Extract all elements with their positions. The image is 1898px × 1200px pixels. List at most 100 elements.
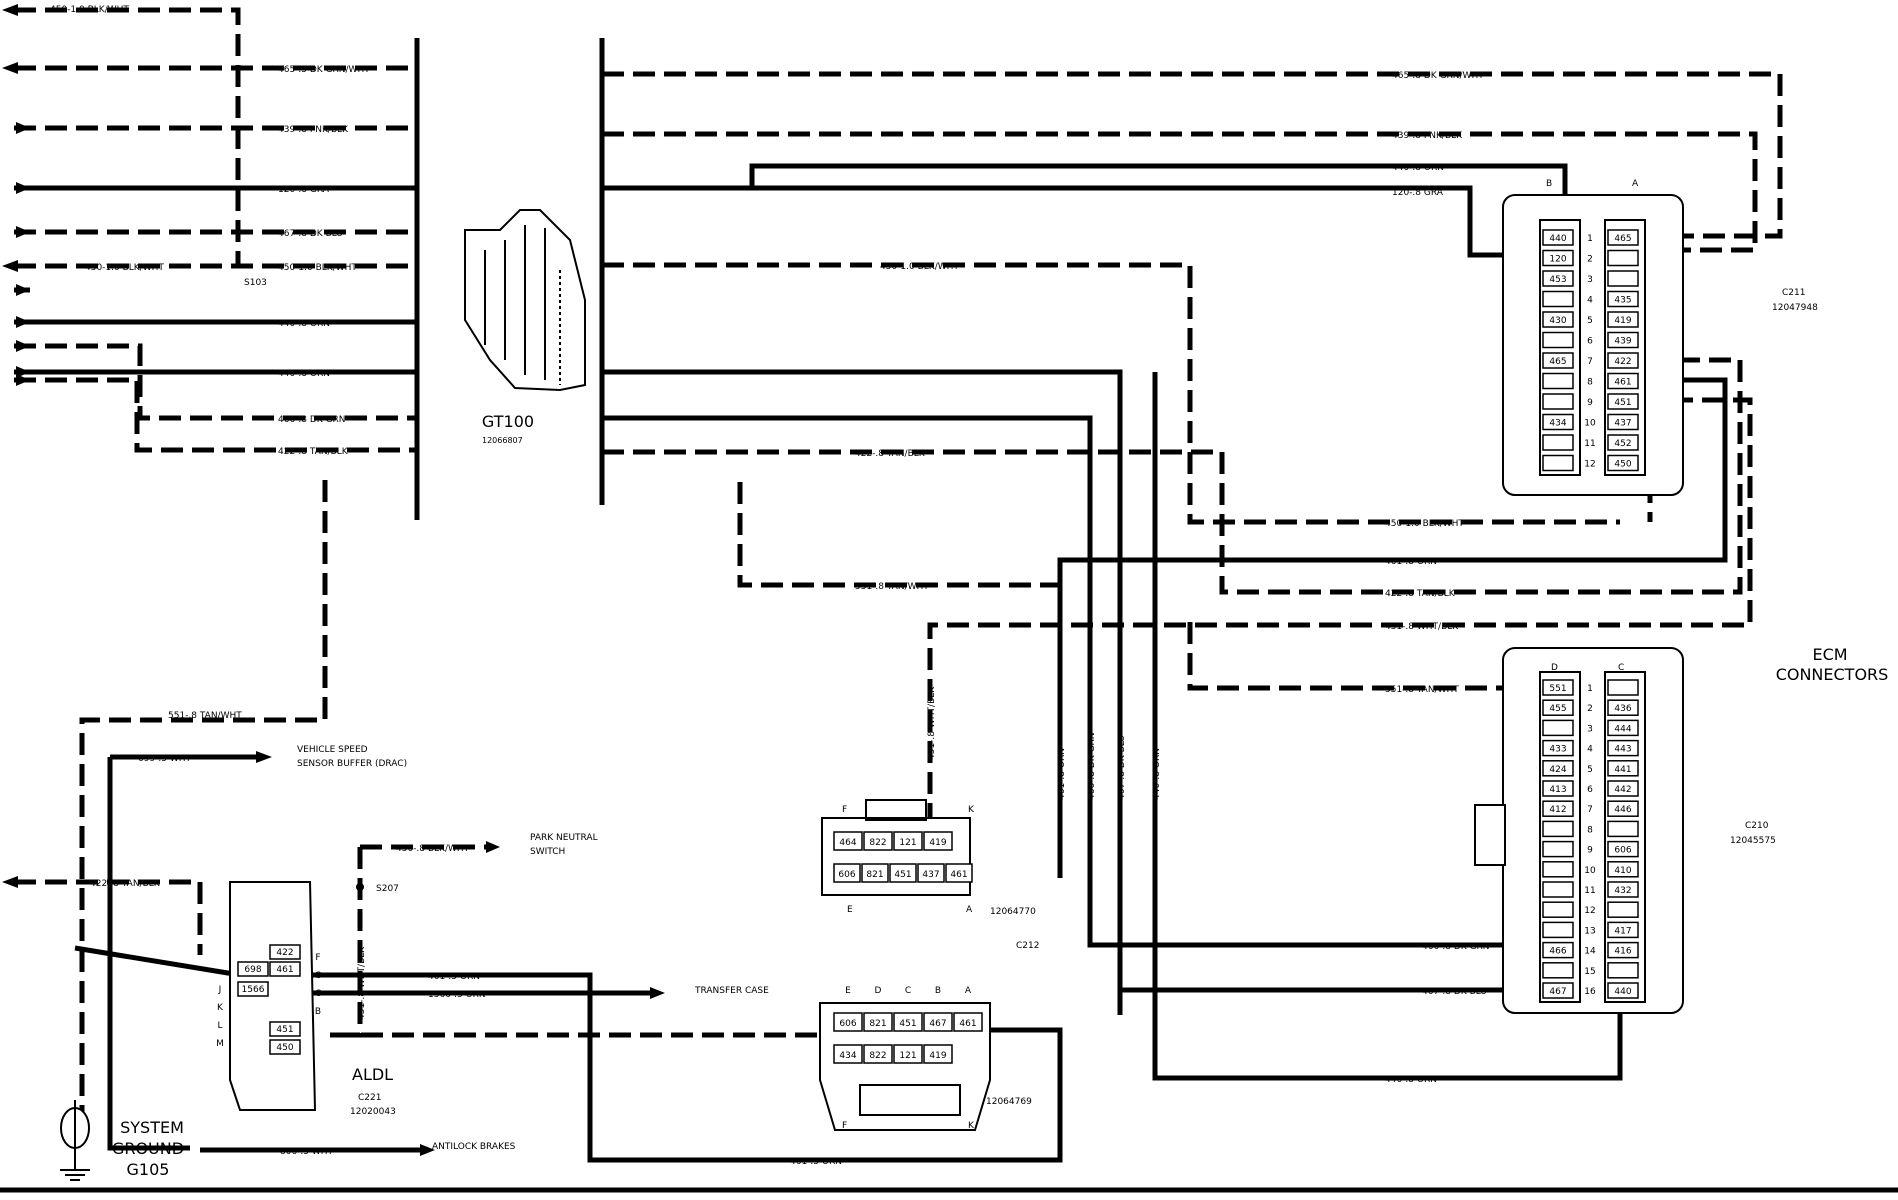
wire-label-450-top: 450-1.0 BLK/WHT bbox=[50, 5, 129, 15]
c212-e: E bbox=[847, 905, 853, 915]
c213-pin-bottom-label: 822 bbox=[869, 1051, 886, 1061]
c211-cavity-b bbox=[1542, 434, 1574, 451]
c211-cavity-a bbox=[1607, 434, 1639, 451]
c213-pin-top-label: 821 bbox=[869, 1019, 886, 1029]
c211-pin-a-label: 450 bbox=[1614, 460, 1631, 470]
c211-pin-number: 3 bbox=[1587, 275, 1593, 285]
c213-pin-top-label: 461 bbox=[959, 1019, 976, 1029]
c210-cavity-c bbox=[1607, 962, 1639, 979]
wire-label-551-left: 551-.8 TAN/WHT bbox=[168, 711, 242, 721]
c210-cavity-c bbox=[1607, 921, 1639, 939]
c213-cavity-top bbox=[953, 1012, 983, 1032]
c210-cavity-c bbox=[1607, 780, 1639, 797]
aldl-letter-right: F bbox=[315, 953, 320, 963]
c211-pin-a-label: 435 bbox=[1614, 296, 1631, 306]
left-wires bbox=[2, 4, 417, 453]
c210-cavity-c bbox=[1607, 820, 1639, 838]
c210-col-d: D bbox=[1551, 663, 1558, 673]
c211-cavity-a bbox=[1607, 270, 1639, 287]
wire-label-467-c210: 467-.8 DK BLU bbox=[1422, 987, 1487, 997]
c211-cavity-b bbox=[1542, 270, 1574, 287]
c211-pin-a-label: 465 bbox=[1614, 234, 1631, 244]
wire-label-466-c210: 466-.8 DK GRN bbox=[1422, 942, 1490, 952]
c212-cavity-top bbox=[833, 831, 863, 851]
c210-pin-c-label: 410 bbox=[1614, 866, 1631, 876]
c211-pin-number: 1 bbox=[1587, 234, 1593, 244]
c211-cavity-b bbox=[1542, 290, 1574, 308]
c210-pin-number: 5 bbox=[1587, 765, 1593, 775]
wire-label-439-left: 439-.8 PNK/BLK bbox=[278, 125, 349, 135]
c213-cavity-top bbox=[923, 1012, 953, 1032]
aldl-name: ALDL bbox=[352, 1065, 393, 1084]
c210-cavity-c bbox=[1607, 719, 1639, 737]
c213-pin-top-label: 606 bbox=[839, 1019, 856, 1029]
c211-cavity-a bbox=[1607, 454, 1639, 472]
c210-pin-c-label: 440 bbox=[1614, 987, 1631, 997]
c211-cavity-a bbox=[1607, 249, 1639, 267]
aldl-pin-label: 450 bbox=[276, 1043, 293, 1053]
c213-k: K bbox=[968, 1121, 975, 1131]
c211-cavity-b bbox=[1542, 331, 1574, 349]
c212-pin-top-label: 419 bbox=[929, 838, 946, 848]
c211-pin-a-label: 452 bbox=[1614, 439, 1631, 449]
c213-f: F bbox=[842, 1121, 847, 1131]
c211-pin-b-label: 120 bbox=[1549, 255, 1566, 265]
c212-cavity-bottom bbox=[945, 863, 973, 883]
aldl-letter-right: G bbox=[315, 971, 322, 981]
aldl-letter-left: J bbox=[218, 985, 222, 995]
wire-label-699: 699-.5 WHT bbox=[138, 754, 192, 764]
c211-cavity-b bbox=[1542, 229, 1574, 246]
c213-cavity-bottom bbox=[893, 1044, 923, 1064]
c212-pin-top-label: 464 bbox=[839, 838, 856, 848]
c211-cavity-b bbox=[1542, 413, 1574, 431]
aldl-pin-label: 1566 bbox=[242, 985, 265, 995]
aldl-letter-left: K bbox=[217, 1003, 224, 1013]
c210-pin-d-label: 466 bbox=[1549, 947, 1566, 957]
c211-cavity-b bbox=[1542, 393, 1574, 410]
aldl-pin-label: 698 bbox=[244, 965, 261, 975]
c212-pin-bottom-label: 606 bbox=[838, 870, 855, 880]
c211-pin-number: 10 bbox=[1584, 419, 1596, 429]
c211-pin-b-label: 440 bbox=[1549, 234, 1566, 244]
c210-cavity-d bbox=[1542, 941, 1574, 959]
ground-symbol bbox=[60, 1100, 90, 1181]
wire-label-461-bottom: 461-.5 ORN bbox=[790, 1157, 842, 1167]
c210-pin-c-label: 446 bbox=[1614, 805, 1631, 815]
wire-label-1566: 1566-.5 ORN bbox=[428, 990, 486, 1000]
wire-label-120-right: 120-.8 GRA bbox=[1392, 188, 1444, 198]
ground-line3: G105 bbox=[127, 1160, 170, 1179]
c210-cavity-d bbox=[1542, 739, 1574, 757]
wire-label-450-c211: 450-1.0 BLK/WHT bbox=[1385, 519, 1464, 529]
c213-pin-top-label: 451 bbox=[899, 1019, 916, 1029]
c210-cavity-c bbox=[1607, 840, 1639, 858]
c210-cavity-c bbox=[1607, 739, 1639, 757]
wire-label-451-right: 451-.8 WHT/BLK bbox=[1385, 622, 1459, 632]
c210-cavity-c bbox=[1607, 881, 1639, 898]
c213-cavity-top bbox=[893, 1012, 923, 1032]
c210-pin-d-label: 551 bbox=[1549, 684, 1566, 694]
ground-line1: SYSTEM bbox=[120, 1118, 184, 1137]
wire-label-467-left: 467-.8 DK BLU bbox=[278, 229, 343, 239]
wire-label-806: 806-.5 WHT bbox=[280, 1147, 334, 1157]
c211-cavity-a bbox=[1607, 229, 1639, 246]
wire-label-422-mid: 422-.8 TAN/BLK bbox=[855, 449, 926, 459]
c213-part: 12064769 bbox=[986, 1097, 1032, 1107]
c210-cavity-d bbox=[1542, 699, 1574, 716]
aldl-cavity bbox=[269, 1021, 301, 1037]
c212-name: C212 bbox=[1016, 941, 1039, 951]
wire-label-450-mid: 450-1.0 BLK/WHT bbox=[880, 262, 959, 272]
wire-label-461-vertical: 461-.8 ORN bbox=[1057, 748, 1067, 800]
c211-cavity-a bbox=[1607, 311, 1639, 328]
c210-pin-number: 13 bbox=[1584, 926, 1595, 936]
c213-column-letter: E bbox=[845, 986, 851, 996]
dest-transfer: TRANSFER CASE bbox=[694, 986, 769, 996]
c210-cavity-c bbox=[1607, 699, 1639, 716]
c210-pin-c-label: 444 bbox=[1614, 724, 1631, 734]
c211-pin-a-label: 437 bbox=[1614, 419, 1631, 429]
aldl-pin-label: 461 bbox=[276, 965, 293, 975]
c210-cavity-d bbox=[1542, 719, 1574, 737]
